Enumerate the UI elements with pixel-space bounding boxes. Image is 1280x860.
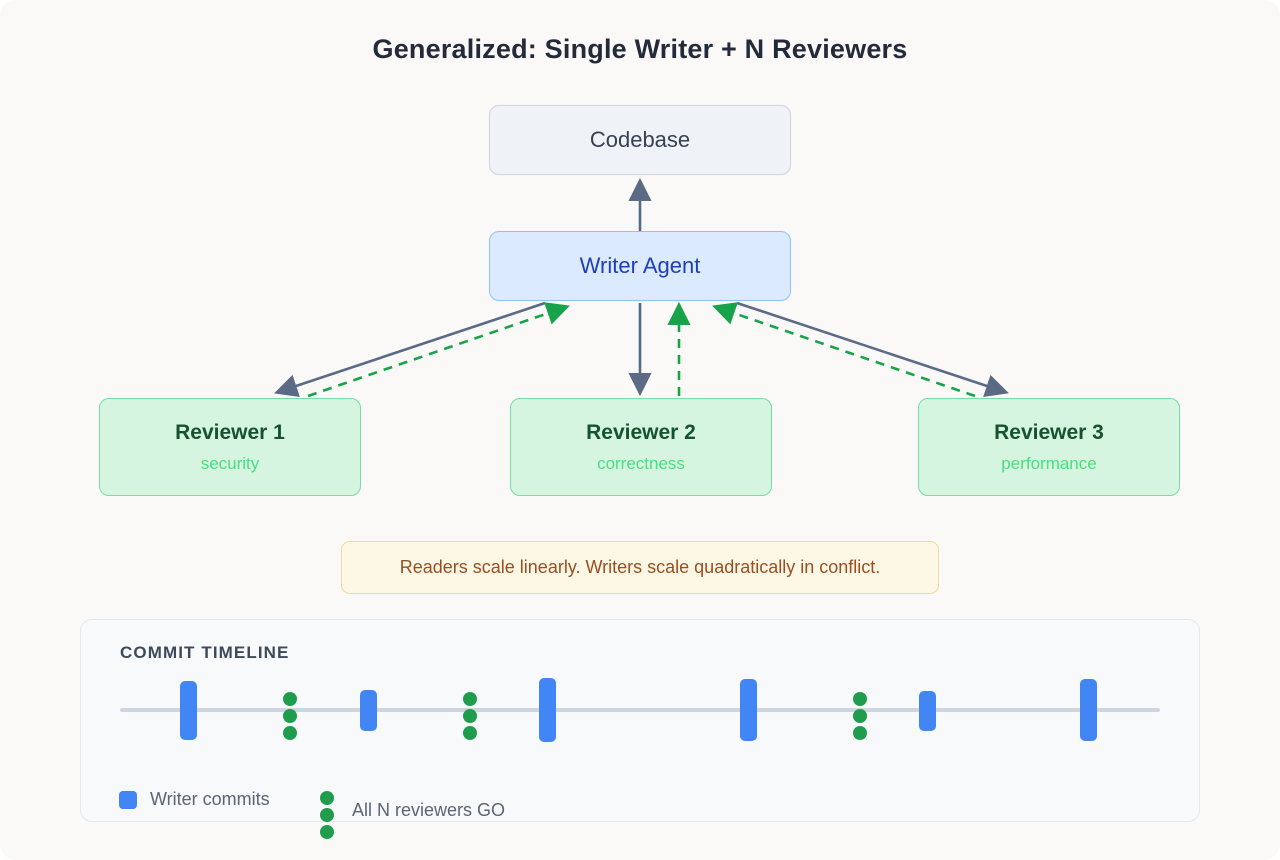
- edge-reviewer-1-to-writer: [307, 302, 570, 398]
- commit-timeline-heading: COMMIT TIMELINE: [120, 643, 290, 662]
- timeline-reviewer-go-dot[interactable]: [853, 709, 867, 723]
- node-reviewer-3[interactable]: Reviewer 3 performance: [918, 398, 1180, 496]
- timeline-commit-marker[interactable]: [919, 691, 936, 731]
- timeline-reviewer-go-dot[interactable]: [463, 709, 477, 723]
- node-reviewer-1[interactable]: Reviewer 1 security: [99, 398, 361, 496]
- timeline-commit-marker[interactable]: [740, 679, 757, 741]
- commit-timeline-panel: [80, 619, 1200, 822]
- legend-dot: [320, 791, 334, 805]
- legend-dot: [320, 808, 334, 822]
- legend-writer-commits-label: Writer commits: [150, 789, 270, 809]
- timeline-reviewer-go-dot[interactable]: [463, 726, 477, 740]
- timeline-commit-marker[interactable]: [539, 678, 556, 742]
- node-codebase-label: Codebase: [589, 127, 691, 152]
- timeline-reviewer-go-dot[interactable]: [283, 726, 297, 740]
- node-reviewer-1-label: Reviewer 1: [175, 420, 285, 444]
- edge-reviewer-3-to-writer: [712, 302, 976, 398]
- node-writer-agent[interactable]: Writer Agent: [489, 231, 791, 301]
- node-writer-agent-label: Writer Agent: [579, 253, 701, 278]
- node-reviewer-1-sublabel: security: [200, 453, 260, 473]
- node-codebase[interactable]: Codebase: [489, 105, 791, 175]
- legend-dot: [320, 825, 334, 839]
- legend-reviewers-go-label: All N reviewers GO: [352, 800, 506, 820]
- scaling-note-text: Readers scale linearly. Writers scale qu…: [399, 557, 881, 577]
- timeline-reviewer-go-dot[interactable]: [283, 709, 297, 723]
- timeline-axis: [120, 708, 1160, 712]
- timeline-reviewer-go-dot[interactable]: [853, 726, 867, 740]
- node-reviewer-3-label: Reviewer 3: [994, 420, 1104, 444]
- edge-writer-to-reviewer-1: [274, 301, 546, 398]
- legend-reviewers-go-swatch: [320, 791, 334, 842]
- node-reviewer-3-sublabel: performance: [1001, 453, 1097, 473]
- timeline-commit-marker[interactable]: [180, 681, 197, 740]
- node-reviewer-2[interactable]: Reviewer 2 correctness: [510, 398, 772, 496]
- scaling-note: Readers scale linearly. Writers scale qu…: [341, 541, 939, 594]
- timeline-commit-marker[interactable]: [1080, 679, 1097, 741]
- page-title: Generalized: Single Writer + N Reviewers: [372, 34, 908, 64]
- edge-writer-to-reviewer-3: [736, 301, 1009, 398]
- legend-writer-commits-swatch: [119, 791, 137, 809]
- timeline-reviewer-go-dot[interactable]: [463, 692, 477, 706]
- timeline-commit-marker[interactable]: [360, 690, 377, 731]
- node-reviewer-2-label: Reviewer 2: [586, 420, 696, 444]
- node-reviewer-2-sublabel: correctness: [597, 453, 685, 473]
- timeline-reviewer-go-dot[interactable]: [853, 692, 867, 706]
- timeline-reviewer-go-dot[interactable]: [283, 692, 297, 706]
